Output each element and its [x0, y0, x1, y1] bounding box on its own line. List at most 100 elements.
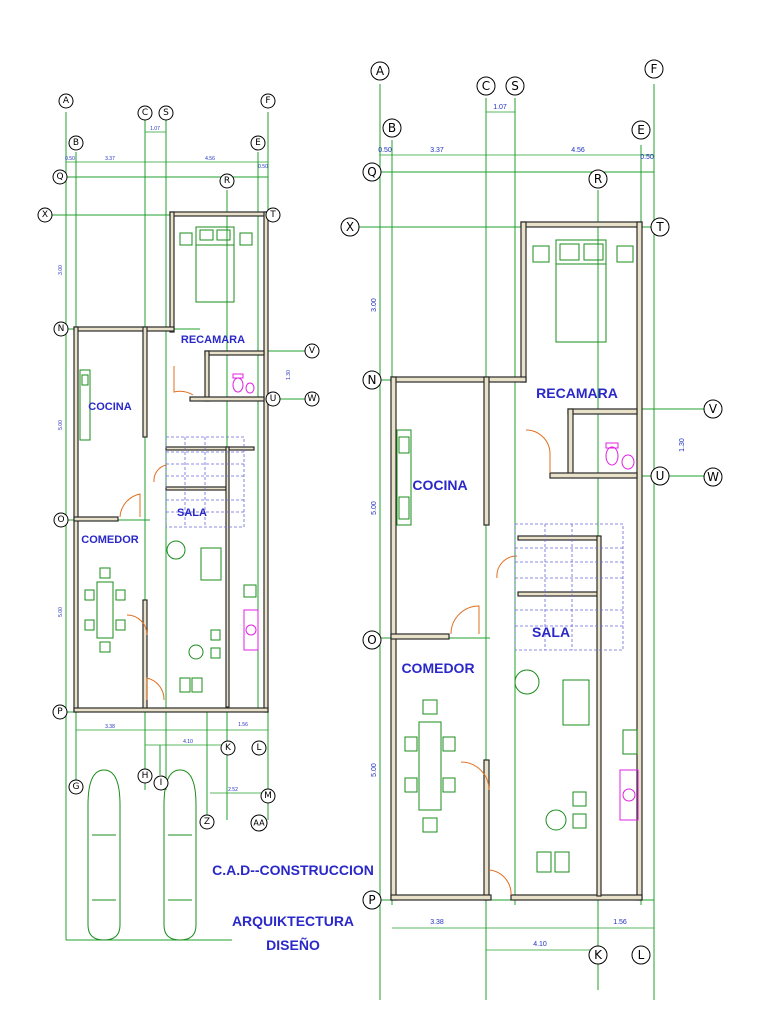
wall: [390, 633, 450, 640]
axis-bubble-u: U: [265, 391, 281, 407]
door-swing: [146, 677, 165, 701]
axis-bubble-s: S: [158, 105, 174, 121]
axis-bubble-f: F: [260, 93, 276, 109]
wall: [520, 221, 527, 383]
axis-bubble-l: L: [251, 740, 267, 756]
svg-text:L: L: [638, 948, 645, 962]
title-line-3: DISEÑO: [266, 936, 320, 953]
svg-text:P: P: [368, 893, 375, 907]
svg-text:W: W: [308, 394, 317, 404]
axis-bubble-c: C: [137, 105, 153, 121]
axis-bubble-r: R: [219, 173, 235, 189]
dining-table-set: [404, 699, 456, 833]
svg-text:C: C: [142, 108, 148, 118]
room-label-sala: SALA: [532, 624, 570, 640]
chair: [210, 629, 221, 641]
dining-table-set: [84, 567, 126, 653]
wall: [73, 516, 119, 522]
svg-text:N: N: [58, 324, 65, 334]
axis-bubble-c: C: [476, 76, 496, 96]
plan-left: 0.50 3.37 4.56 0.50 1.07 3.00 5.00 5.00 …: [37, 93, 374, 953]
wall: [517, 535, 600, 541]
svg-text:K: K: [594, 948, 603, 962]
wall: [520, 221, 643, 228]
door-swing: [126, 614, 148, 636]
chair: [572, 791, 587, 807]
svg-text:AA: AA: [253, 819, 265, 828]
wall: [73, 326, 175, 332]
side-table: [545, 809, 567, 831]
svg-text:M: M: [264, 791, 272, 801]
axis-bubble-w: W: [703, 467, 723, 487]
dim-050-right: 0.50: [640, 154, 654, 161]
wall: [549, 472, 638, 479]
washbasin: [243, 609, 259, 651]
door-swing: [173, 366, 194, 396]
door-swing: [450, 605, 480, 635]
wall: [165, 486, 227, 491]
dim-338: 3.38: [430, 919, 444, 926]
svg-text:V: V: [709, 402, 718, 416]
svg-text:X: X: [42, 210, 48, 220]
axis-bubble-i: I: [153, 775, 169, 791]
dim-050-left: 0.50: [378, 147, 392, 154]
wall: [596, 535, 602, 897]
svg-text:Z: Z: [204, 817, 210, 827]
dim-050-left: 0.50: [65, 156, 75, 162]
axis-bubble-h: H: [137, 768, 153, 784]
nightstand: [532, 245, 550, 263]
door-swing: [460, 761, 490, 791]
wall: [390, 376, 527, 383]
dim-337: 3.37: [430, 147, 444, 154]
nightstand: [616, 245, 634, 263]
wall: [510, 894, 643, 901]
chair: [536, 851, 552, 873]
axis-bubble-q: Q: [52, 169, 68, 185]
room-label-cocina: COCINA: [412, 477, 467, 493]
dim-500-upper: 5.00: [58, 420, 64, 430]
svg-text:V: V: [309, 346, 316, 356]
wall: [483, 376, 490, 526]
dim-410: 4.10: [183, 739, 193, 745]
dim-300: 3.00: [371, 298, 378, 312]
svg-text:U: U: [656, 469, 665, 483]
wall: [169, 211, 269, 217]
dim-130: 1.30: [286, 370, 292, 380]
bed: [195, 226, 235, 303]
wall: [204, 350, 265, 356]
sink: [398, 436, 410, 454]
door-swing: [119, 493, 141, 518]
axis-bubble-o: O: [362, 630, 382, 650]
dim-130: 1.30: [679, 438, 686, 452]
svg-text:F: F: [265, 96, 270, 106]
svg-text:B: B: [73, 138, 79, 148]
svg-text:X: X: [346, 220, 354, 234]
toilet: [605, 442, 635, 470]
axis-bubble-x: X: [340, 217, 360, 237]
axis-bubble-o: O: [53, 512, 69, 528]
washbasin: [619, 769, 639, 821]
room-label-cocina: COCINA: [88, 401, 131, 413]
svg-text:Q: Q: [367, 165, 376, 179]
door-swing: [488, 869, 512, 896]
axis-bubble-k: K: [588, 945, 608, 965]
svg-text:Q: Q: [56, 172, 63, 182]
axis-bubble-b: B: [382, 118, 402, 138]
axis-bubble-v: V: [304, 343, 320, 359]
dim-338: 3.38: [105, 724, 115, 730]
nightstand: [239, 232, 253, 246]
kitchen-counter: [79, 369, 91, 441]
title-line-2: ARQUIKTECTURA: [232, 913, 354, 929]
svg-text:S: S: [163, 108, 169, 118]
wall: [263, 211, 269, 713]
wall: [567, 408, 574, 478]
axis-bubble-a: A: [58, 93, 74, 109]
wall: [189, 396, 265, 402]
dim-410: 4.10: [533, 941, 547, 948]
axis-bubble-z: Z: [199, 814, 215, 830]
dim-107: 1.07: [493, 104, 507, 111]
chair: [179, 677, 191, 693]
bed: [555, 239, 607, 343]
axis-bubble-n: N: [362, 370, 382, 390]
sink: [81, 374, 89, 386]
